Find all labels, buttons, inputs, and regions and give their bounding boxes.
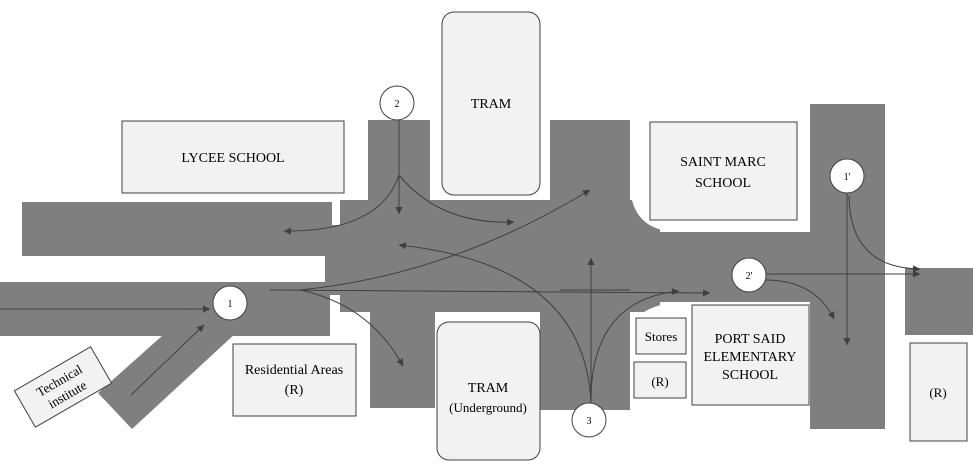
node-1-prime: 1'	[829, 158, 865, 194]
port-said-label-3: SCHOOL	[722, 368, 778, 383]
stores-label: Stores	[645, 329, 678, 344]
residential-label-1: Residential Areas	[245, 363, 343, 378]
node-3: 3	[571, 402, 607, 438]
node-1-label: 1	[228, 299, 233, 310]
road-vertical-lower-mid	[540, 300, 630, 410]
tram-bottom-box	[436, 321, 541, 461]
r-right-label: (R)	[929, 385, 946, 400]
residential-box	[232, 343, 357, 417]
arrow-1-to-south	[299, 289, 404, 367]
r-right-box	[909, 342, 968, 442]
arrow-3-to-west	[398, 242, 592, 404]
road-vertical-3	[370, 300, 435, 408]
saint-marc-label-2: SCHOOL	[695, 176, 751, 191]
port-said-box	[691, 304, 810, 406]
node-2-prime: 2'	[731, 257, 767, 293]
lycee-school-label: LYCEE SCHOOL	[181, 151, 284, 166]
node-1: 1	[212, 285, 248, 321]
port-said-label-1: PORT SAID	[715, 332, 786, 347]
residential-label-2: (R)	[285, 383, 304, 398]
node-2-label: 2	[395, 99, 400, 110]
corner-nw	[340, 172, 368, 200]
road-diagonal-technical	[98, 286, 250, 429]
node-3-label: 3	[587, 416, 592, 427]
r-small-box	[633, 361, 687, 399]
lycee-school-box	[121, 120, 345, 194]
node-2: 2	[379, 85, 415, 121]
tram-top-label: TRAM	[471, 97, 512, 112]
technical-institute-box	[13, 346, 113, 428]
road-central-block	[340, 200, 660, 312]
arrow-3-to-east	[590, 288, 680, 404]
saint-marc-box	[649, 121, 798, 221]
node-2-prime-label: 2'	[746, 271, 753, 282]
road-network	[0, 104, 973, 429]
road-far-right	[905, 268, 973, 335]
buildings	[13, 11, 968, 461]
r-small-label: (R)	[651, 374, 668, 389]
tram-bottom-label-1: TRAM	[468, 381, 509, 396]
nodes: 1 2 3 1' 2'	[212, 85, 865, 438]
arrow-technical-to-1	[130, 324, 205, 396]
arrow-east-main	[269, 289, 711, 297]
tram-top-box	[441, 11, 541, 196]
road-right-horizontal	[630, 232, 820, 302]
tram-bottom-label-2: (Underground)	[449, 400, 527, 415]
stores-box	[635, 317, 687, 355]
corner-sw	[345, 312, 370, 337]
saint-marc-label-1: SAINT MARC	[680, 155, 766, 170]
arrow-1p-east	[848, 195, 921, 273]
port-said-label-2: ELEMENTARY	[704, 350, 797, 365]
arrow-2-right	[398, 174, 515, 226]
traffic-arrows	[0, 120, 921, 404]
road-upper-left	[22, 202, 332, 256]
arrow-2-left	[283, 174, 400, 235]
arrow-1-to-ne	[299, 189, 591, 291]
corner-se	[630, 302, 690, 340]
arrow-2p-southeast	[764, 279, 835, 320]
node-1-prime-label: 1'	[844, 172, 851, 183]
